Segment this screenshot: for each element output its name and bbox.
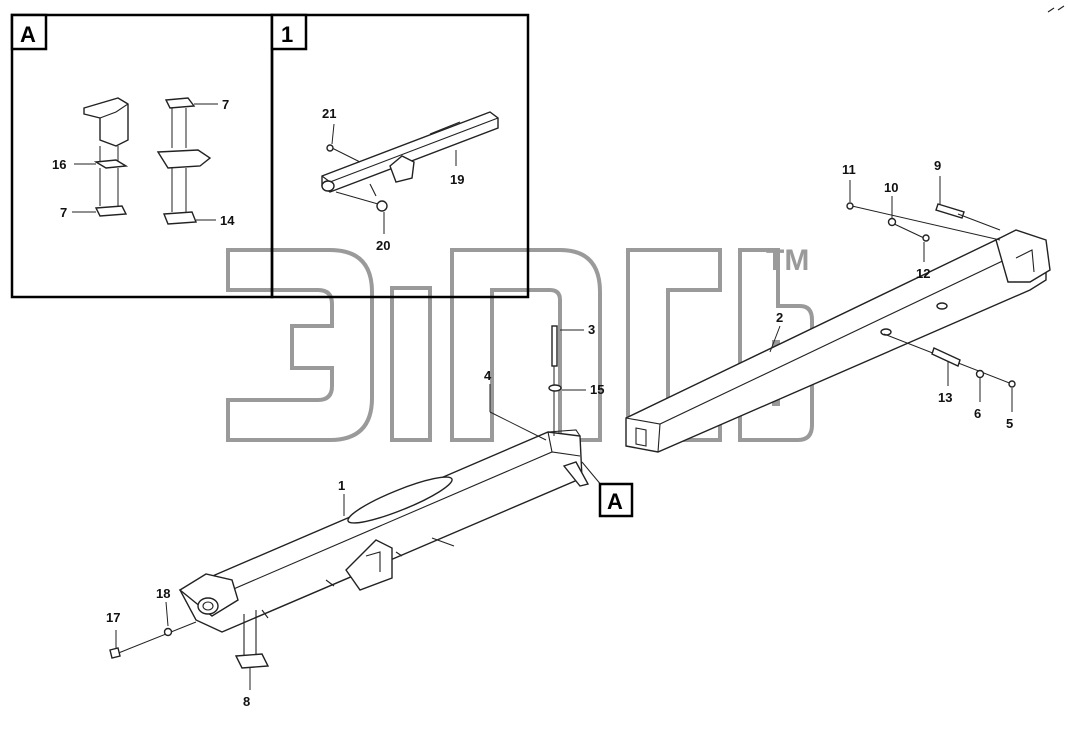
callout-1: 1 [338,478,345,493]
callout-19: 19 [450,172,464,187]
watermark-tm: TM [766,244,809,277]
callout-14: 14 [220,213,235,228]
callout-21: 21 [322,106,336,121]
callout-11: 11 [842,162,856,177]
callout-7-bottom: 7 [60,205,67,220]
callout-15: 15 [590,382,604,397]
callout-13: 13 [938,390,952,405]
callout-5: 5 [1006,416,1013,431]
small-boom-part [321,111,499,197]
inset-1: 1 21 19 20 [270,13,530,299]
callout-17: 17 [106,610,120,625]
detail-marker-a-label: A [607,489,623,514]
callout-20: 20 [376,238,390,253]
boom-section-2 [625,229,1051,453]
detail-marker-a [598,482,634,518]
callout-9: 9 [934,158,941,173]
clamp-part [156,97,212,225]
callout-7-top: 7 [222,97,229,112]
inset-a-tag: A [20,22,36,47]
callout-16: 16 [52,157,66,172]
bracket-part [83,97,129,217]
corner-mark [1047,5,1065,13]
callout-8: 8 [243,694,250,709]
callout-2: 2 [776,310,783,325]
callout-18: 18 [156,586,170,601]
callout-12: 12 [916,266,930,281]
callout-10: 10 [884,180,898,195]
support-leg-part [234,610,270,669]
callout-3: 3 [588,322,595,337]
inset-a: A 16 7 7 14 [10,13,274,299]
boom-section-1 [178,429,590,633]
callout-6: 6 [974,406,981,421]
callout-4: 4 [484,368,492,383]
inset-1-tag: 1 [281,22,293,47]
